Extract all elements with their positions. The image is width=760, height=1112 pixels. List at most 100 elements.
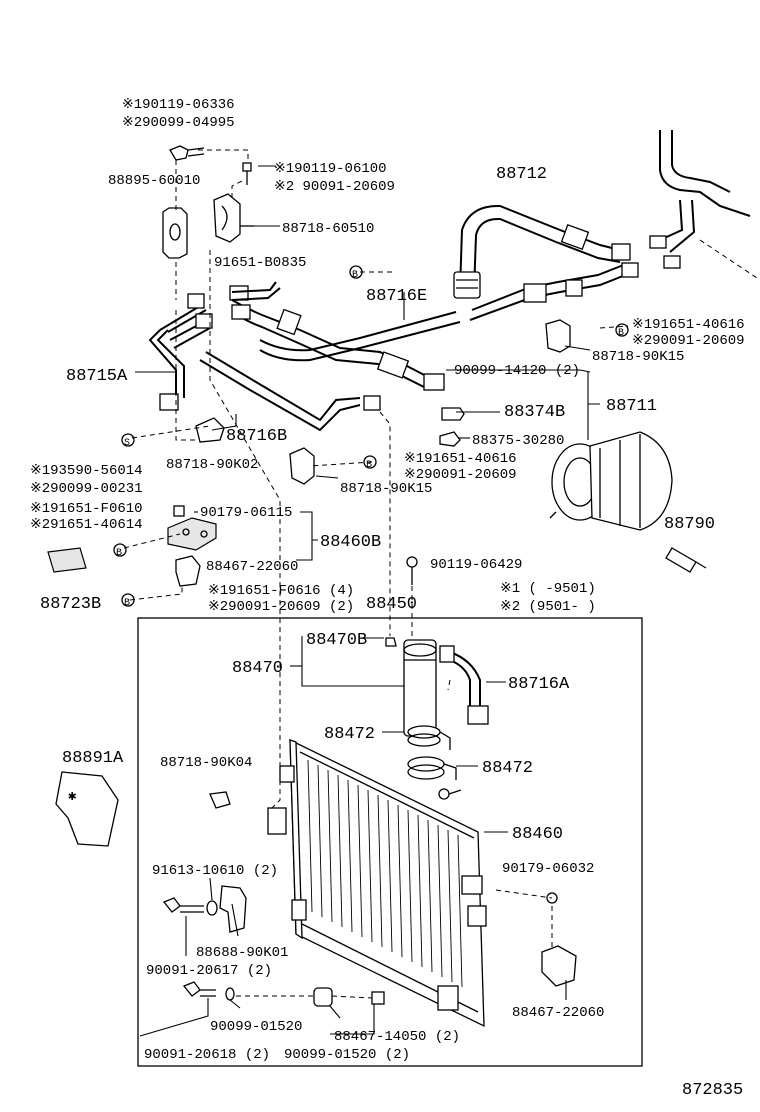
label-191651-40616-b: ※191651-40616 [404, 451, 517, 467]
bracket-88688-90k01 [206, 885, 247, 933]
label-88891a: 88891A [62, 749, 124, 768]
bolt-top [169, 145, 205, 161]
clamp-88718-90k02 [195, 417, 225, 443]
label-88718-90k02: 88718-90K02 [166, 457, 258, 473]
tube-88715a [148, 293, 213, 411]
label-88688-90k01: 88688-90K01 [196, 945, 288, 961]
label-88716e: 88716E [366, 287, 427, 306]
label-291651-40614: ※291651-40614 [30, 517, 143, 533]
label-191651-f0610: ※191651-F0610 [30, 501, 143, 517]
label-88716b: 88716B [226, 427, 287, 446]
label-88467-22060-b: 88467-22060 [512, 1005, 604, 1021]
label-190119-06100: ※190119-06100 [274, 161, 387, 177]
cushion-88467-14050 [313, 987, 385, 1007]
label-290099-00231: ※290099-00231 [30, 481, 143, 497]
clamp-88718-90k15-upper [545, 319, 571, 353]
small-screw [242, 162, 252, 185]
bolt-90119-06429 [406, 556, 418, 585]
label-90091-20617: 90091-20617 (2) [146, 963, 272, 979]
label-290091-20609-c: ※290091-20609 [404, 467, 517, 483]
tube-88716b [199, 281, 381, 432]
label-90099-01520-a: 90099-01520 [210, 1019, 302, 1035]
switch-88374b [441, 407, 465, 421]
label-88895-60010: 88895-60010 [108, 173, 200, 189]
label-88711: 88711 [606, 397, 657, 416]
bracket-88891a: ✱ [55, 771, 119, 847]
label-88467-14050: 88467-14050 (2) [334, 1029, 460, 1045]
bracket-88472-upper [407, 725, 451, 750]
bracket-88460b [167, 505, 217, 551]
label-88472-b: 88472 [482, 759, 533, 778]
label-91613-10610: 91613-10610 (2) [152, 863, 278, 879]
label-88718-60510: 88718-60510 [282, 221, 374, 237]
label-88374b: 88374B [504, 403, 565, 422]
part-labels: ※190119-06336 ※290099-04995 ※190119-0610… [30, 97, 745, 1100]
hose-88716a [439, 645, 489, 725]
label-90179-06032: 90179-06032 [502, 861, 594, 877]
label-88460: 88460 [512, 825, 563, 844]
label-88470: 88470 [232, 659, 283, 678]
bracket-88895 [162, 207, 188, 259]
note-1: ※1 ( -9501) [500, 581, 596, 597]
clamp-88718-60510 [213, 193, 254, 243]
label-88723b: 88723B [40, 595, 101, 614]
label-290091-20609-a: ※2 90091-20609 [274, 179, 395, 195]
svg-text:B: B [366, 460, 372, 471]
label-88375-30280: 88375-30280 [472, 433, 564, 449]
label-88712: 88712 [496, 165, 547, 184]
sensor-88790 [665, 547, 707, 573]
svg-text:B: B [116, 548, 122, 559]
label-191651-f0616: ※191651-F0616 (4) [208, 583, 354, 599]
label-88715a: 88715A [66, 367, 128, 386]
svg-text:B: B [618, 328, 624, 339]
tube-88716e [229, 285, 461, 391]
label-88718-90k15-b: 88718-90K15 [340, 481, 432, 497]
label-90119-06429: 90119-06429 [430, 557, 522, 573]
label-290099-04995: ※290099-04995 [122, 115, 235, 131]
condenser-88460 [267, 738, 487, 1028]
label-193590-56014: ※193590-56014 [30, 463, 143, 479]
svg-text:S: S [124, 438, 130, 449]
nut-88467-22060-upper [175, 555, 201, 587]
pipe-branch-right [469, 262, 639, 321]
valve-88375 [439, 431, 461, 447]
label-90091-20618: 90091-20618 (2) [144, 1047, 270, 1063]
label-88790: 88790 [664, 515, 715, 534]
compressor [549, 431, 673, 531]
label-88718-90k04: 88718-90K04 [160, 755, 252, 771]
label-88460b: 88460B [320, 533, 381, 552]
label-90179-06115: 90179-06115 [200, 505, 292, 521]
bracket-88467-22060-lower [541, 892, 577, 987]
label-290091-20609-d: ※290091-20609 (2) [208, 599, 354, 615]
svg-text:B: B [352, 270, 358, 281]
label-88718-90k15-a: 88718-90K15 [592, 349, 684, 365]
receiver-88470 [385, 637, 437, 737]
hoses-top-right [649, 130, 760, 281]
label-290091-20609-b: ※290091-20609 [632, 333, 745, 349]
svg-text:✱: ✱ [68, 789, 77, 805]
pad-88723b [47, 547, 87, 573]
label-90099-14120: 90099-14120 (2) [454, 363, 580, 379]
svg-text:B: B [124, 598, 130, 609]
hose-88712 [453, 204, 631, 299]
label-191651-40616-a: ※191651-40616 [632, 317, 745, 333]
label-88467-22060-a: 88467-22060 [206, 559, 298, 575]
label-190119-06336: ※190119-06336 [122, 97, 235, 113]
label-88716a: 88716A [508, 675, 570, 694]
bracket-88472-lower [407, 756, 457, 780]
bolt-88472 [438, 788, 462, 800]
leader-lines [123, 149, 629, 1037]
label-90099-01520-b: 90099-01520 (2) [284, 1047, 410, 1063]
bolt-90091-20618 [182, 981, 235, 1001]
note-2: ※2 (9501- ) [500, 599, 596, 615]
label-88470b: 88470B [306, 631, 367, 650]
clamp-88718-90k15-lower [289, 447, 315, 485]
label-91651-b0835: 91651-B0835 [214, 255, 306, 271]
label-88450: 88450 [366, 595, 417, 614]
clip-88718-90k04 [209, 791, 231, 809]
diagram-id: 872835 [682, 1081, 743, 1100]
label-88472-a: 88472 [324, 725, 375, 744]
circled-b-markers: B B S B B B [113, 265, 629, 609]
